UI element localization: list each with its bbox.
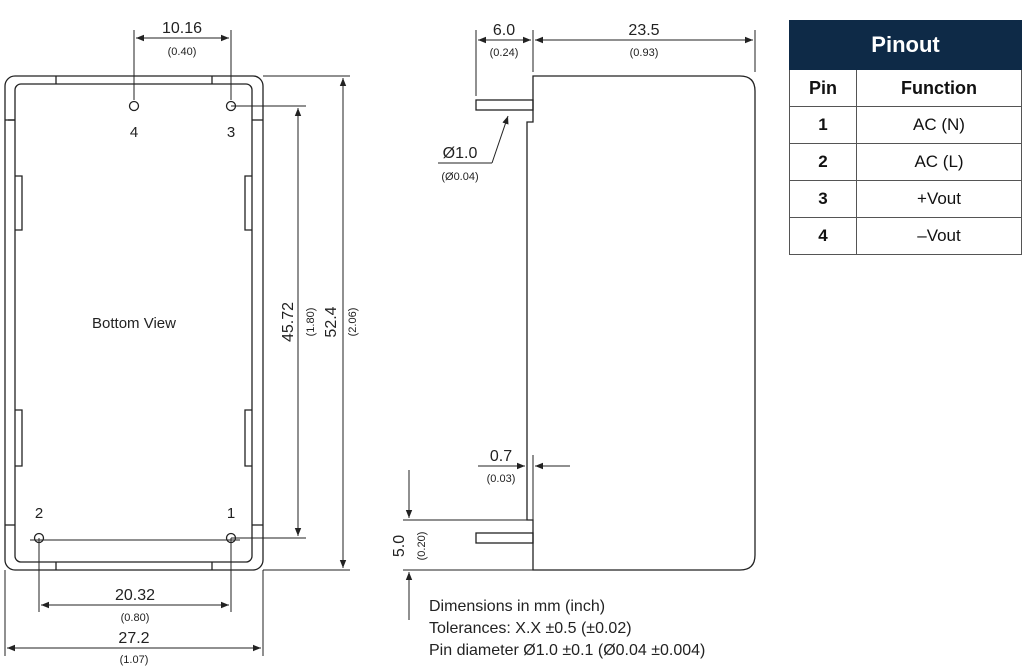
pinout-table: Pinout Pin Function 1 AC (N) 2 AC (L) 3 …: [789, 20, 1022, 255]
table-row: 4 –Vout: [789, 217, 1022, 255]
dimension-standoff: [478, 455, 570, 520]
dim-body-in: (0.93): [630, 47, 659, 59]
side-view-top-pin: [475, 99, 534, 111]
pinout-function: AC (L): [856, 143, 1022, 181]
side-view-bottom-pin: [475, 532, 534, 544]
side-view: [475, 75, 756, 571]
pin-4-hole: [128, 100, 140, 112]
pin-label-3: 3: [227, 124, 235, 141]
dim-width-mm: 27.2: [118, 630, 149, 647]
dimension-pin-diameter: [438, 115, 509, 164]
dim-standoff-in: (0.03): [487, 473, 516, 485]
note-tolerances: Tolerances: X.X ±0.5 (±0.02): [429, 620, 632, 637]
side-view-body: [526, 75, 756, 571]
table-row: 3 +Vout: [789, 180, 1022, 218]
pinout-header-pin: Pin: [789, 69, 857, 107]
pin-label-4: 4: [130, 124, 138, 141]
dimension-pin-length: [475, 30, 756, 96]
note-pin-diameter: Pin diameter Ø1.0 ±0.1 (Ø0.04 ±0.004): [429, 642, 705, 659]
pinout-pin: 1: [789, 106, 857, 144]
dim-pin-height-in: (0.20): [416, 532, 428, 561]
dimension-width: [4, 570, 264, 656]
bottom-view-label: Bottom View: [92, 315, 176, 332]
table-row: 2 AC (L): [789, 143, 1022, 181]
dim-standoff-mm: 0.7: [490, 448, 512, 465]
dim-bottom-mm: 20.32: [115, 587, 155, 604]
pinout-header-function: Function: [856, 69, 1022, 107]
dim-pin-len-mm: 6.0: [493, 22, 515, 39]
dim-pin-dia-mm: Ø1.0: [443, 145, 478, 162]
table-row: 1 AC (N): [789, 106, 1022, 144]
dimension-bottom-pitch: [30, 538, 240, 612]
pinout-pin: 4: [789, 217, 857, 255]
pin-label-1: 1: [227, 505, 235, 522]
dim-pin-dia-in: (Ø0.04): [441, 171, 478, 183]
pinout-function: AC (N): [856, 106, 1022, 144]
dim-body-mm: 23.5: [628, 22, 659, 39]
dim-pitch-mm: 45.72: [280, 302, 297, 342]
pinout-function: +Vout: [856, 180, 1022, 218]
dim-pitch-in: (1.80): [305, 308, 317, 337]
pinout-pin: 2: [789, 143, 857, 181]
pinout-function: –Vout: [856, 217, 1022, 255]
dim-width-in: (1.07): [120, 654, 149, 666]
dim-pin-len-in: (0.24): [490, 47, 519, 59]
dim-top-in: (0.40): [168, 46, 197, 58]
dim-pin-height-mm: 5.0: [391, 535, 408, 557]
note-units: Dimensions in mm (inch): [429, 598, 605, 615]
dimension-pin-height: [403, 470, 533, 620]
dim-bottom-in: (0.80): [121, 612, 150, 624]
dim-length-in: (2.06): [347, 308, 359, 337]
pinout-pin: 3: [789, 180, 857, 218]
dim-length-mm: 52.4: [323, 306, 340, 337]
dimension-pin-pitch: [231, 105, 306, 539]
bottom-view-labels: Bottom View 4 3 2 1: [35, 124, 235, 522]
dimension-top-pitch: [133, 30, 232, 100]
dim-top-mm: 10.16: [162, 20, 202, 37]
pinout-title: Pinout: [789, 20, 1022, 70]
pin-label-2: 2: [35, 505, 43, 522]
dimension-length: [263, 75, 350, 571]
